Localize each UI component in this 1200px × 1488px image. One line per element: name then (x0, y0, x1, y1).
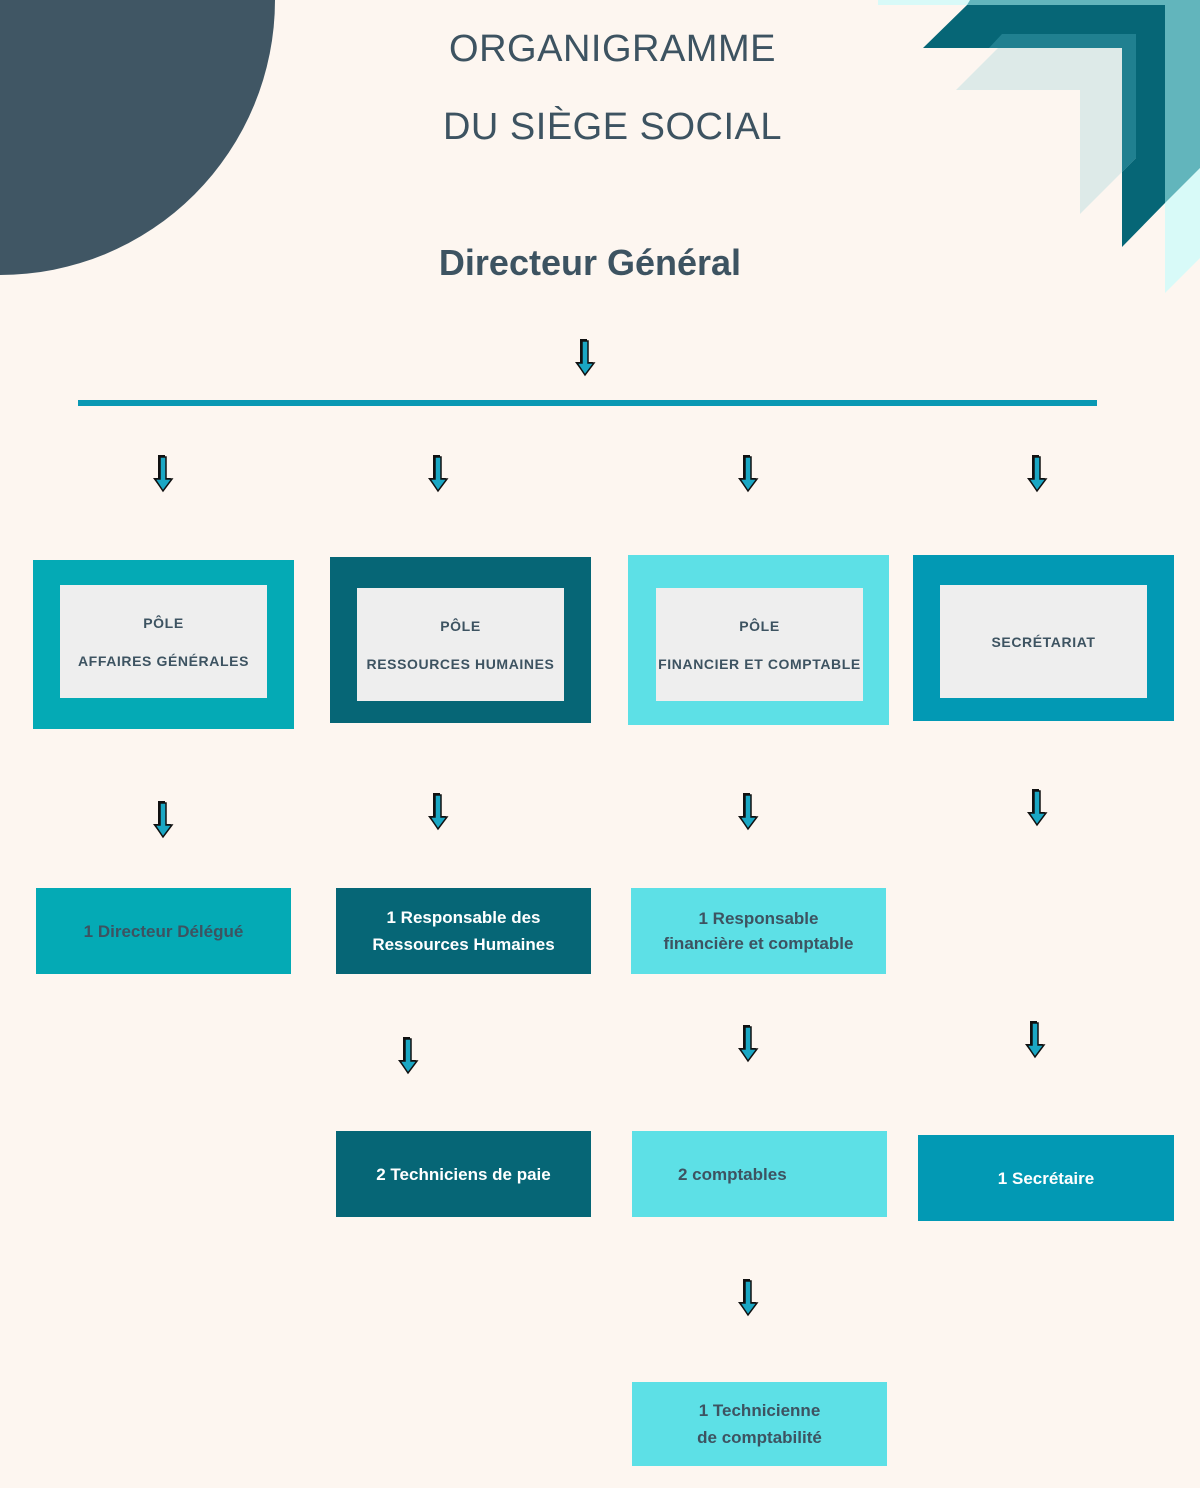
corner-circle-decoration (0, 0, 275, 275)
down-arrow-icon (736, 454, 762, 494)
down-arrow-icon (426, 792, 452, 832)
down-arrow-icon (1025, 788, 1051, 828)
role-label: de comptabilité (697, 1428, 822, 1447)
role-label: 1 Responsable (698, 909, 819, 928)
down-arrow-icon (1023, 1020, 1049, 1060)
role-label: financière et comptable (663, 934, 854, 953)
down-arrow-icon (736, 1024, 762, 1064)
pole-financier-comptable: PÔLE FINANCIER ET COMPTABLE (628, 555, 889, 725)
role-label: 2 comptables (678, 1164, 787, 1184)
pole-label: PÔLE (143, 614, 184, 631)
pole-ressources-humaines: PÔLE RESSOURCES HUMAINES (330, 557, 591, 723)
directeur-general-label: Directeur Général (438, 242, 742, 283)
role-label: 1 Responsable des (386, 908, 541, 927)
pole-secretariat: SECRÉTARIAT (913, 555, 1174, 721)
down-arrow-icon (151, 800, 177, 840)
role-techniciens-paie: 2 Techniciens de paie (336, 1131, 591, 1217)
chevron-decoration (878, 0, 1200, 293)
pole-name: RESSOURCES HUMAINES (366, 655, 555, 672)
down-arrow-icon (426, 454, 452, 494)
role-label: 1 Secrétaire (997, 1168, 1095, 1188)
pole-label: PÔLE (739, 617, 780, 634)
role-label: 1 Technicienne (698, 1401, 821, 1420)
role-secretaire: 1 Secrétaire (918, 1135, 1174, 1221)
down-arrow-icon (736, 792, 762, 832)
pole-affaires-generales: PÔLE AFFAIRES GÉNÉRALES (33, 560, 294, 729)
role-label: Ressources Humaines (372, 935, 555, 954)
connector-line (78, 400, 1097, 406)
role-directeur-delegue: 1 Directeur Délégué (36, 888, 291, 974)
pole-label: PÔLE (440, 617, 481, 634)
pole-name: FINANCIER ET COMPTABLE (658, 655, 861, 672)
pole-name: AFFAIRES GÉNÉRALES (77, 652, 250, 669)
role-label: 1 Directeur Délégué (83, 921, 244, 941)
role-responsable-financiere: 1 Responsable financière et comptable (631, 888, 886, 974)
pole-name: SECRÉTARIAT (991, 633, 1096, 650)
down-arrow-icon (736, 1278, 762, 1318)
down-arrow-icon (1025, 454, 1051, 494)
page-title-line2: DU SIÈGE SOCIAL (442, 106, 783, 148)
down-arrow-icon (396, 1036, 422, 1076)
role-technicienne-comptabilite: 1 Technicienne de comptabilité (632, 1382, 887, 1466)
role-label: 2 Techniciens de paie (376, 1164, 551, 1184)
down-arrow-icon (151, 454, 177, 494)
down-arrow-icon (573, 338, 599, 378)
page-title-line1: ORGANIGRAMME (449, 28, 776, 70)
role-comptables: 2 comptables (632, 1131, 887, 1217)
